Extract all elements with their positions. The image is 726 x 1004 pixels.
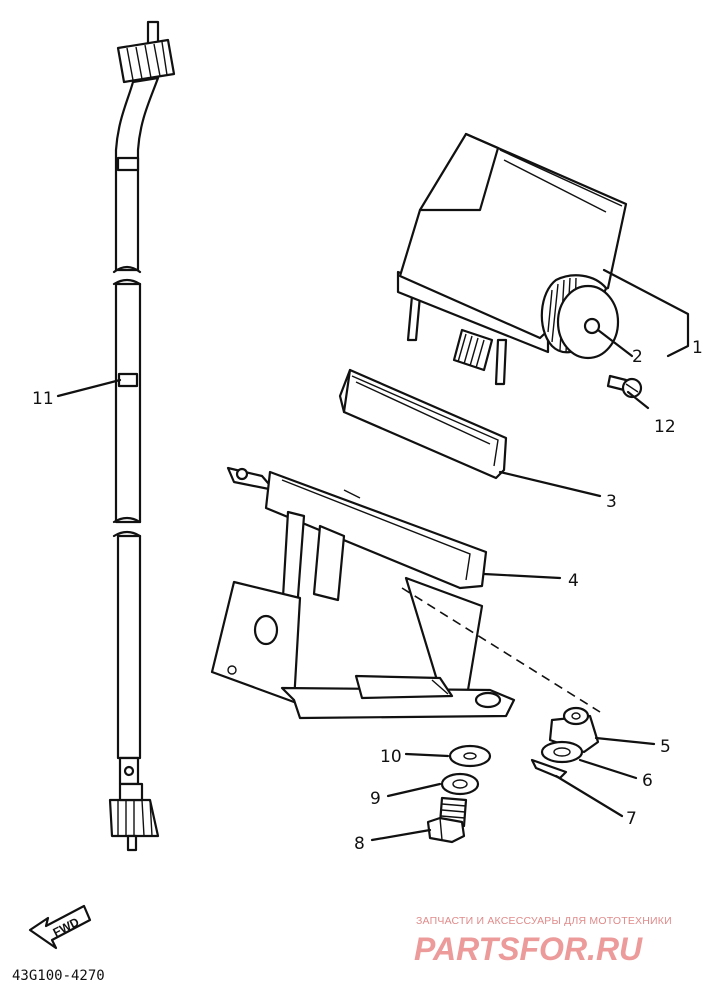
cable-top-nut — [116, 38, 176, 84]
callout-8: 8 — [354, 834, 365, 854]
diagram-code: 43G100-4270 — [12, 968, 105, 984]
cable-bottom-nut — [108, 782, 160, 838]
callout-10: 10 — [380, 747, 402, 767]
callout-7: 7 — [626, 809, 637, 829]
callout-1: 1 — [692, 338, 703, 358]
meter-cover — [338, 368, 508, 480]
meter-bracket — [210, 466, 516, 720]
callout-11: 11 — [32, 389, 54, 409]
washer-6 — [540, 740, 584, 764]
washer-10 — [448, 744, 492, 768]
bolt-8 — [426, 796, 468, 844]
mounting-studs — [406, 294, 508, 386]
bracket-left-plate — [210, 580, 302, 704]
callout-labels: 1 2 12 3 4 5 6 7 10 9 8 11 — [32, 338, 703, 854]
callout-12: 12 — [654, 417, 676, 437]
watermark-brand: PARTSFOR.RU — [414, 931, 643, 967]
callout-6: 6 — [642, 771, 653, 791]
watermark: ЗАПЧАСТИ И АКСЕССУАРЫ ДЛЯ МОТОТЕХНИКИ PA… — [414, 915, 672, 967]
screw-12 — [606, 374, 643, 399]
spring-washer-9 — [440, 772, 480, 796]
callout-2: 2 — [632, 347, 643, 367]
cable-fitting — [452, 328, 494, 372]
speedometer-assembly — [396, 132, 628, 386]
callout-5: 5 — [660, 737, 671, 757]
speedometer-cable — [108, 20, 176, 852]
callout-4: 4 — [568, 571, 579, 591]
leader-lines — [56, 268, 690, 842]
trip-knob — [540, 274, 620, 360]
fwd-arrow-icon: FWD — [28, 904, 92, 950]
callout-9: 9 — [370, 789, 381, 809]
watermark-tagline: ЗАПЧАСТИ И АКСЕССУАРЫ ДЛЯ МОТОТЕХНИКИ — [416, 915, 672, 927]
callout-3: 3 — [606, 492, 617, 512]
assembly-dash-line — [401, 587, 601, 713]
